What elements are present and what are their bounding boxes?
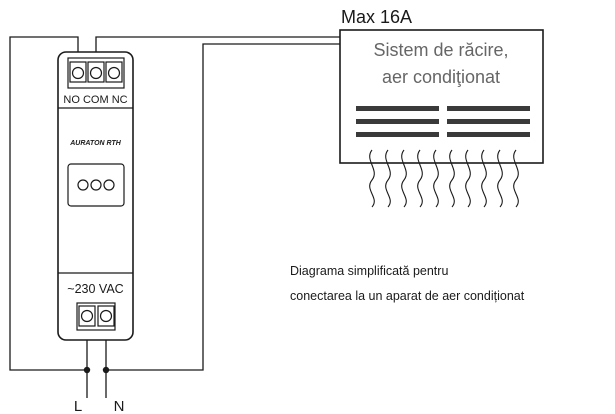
terminal-nc-label: NC [112, 94, 128, 106]
terminal-nc-screw [107, 66, 121, 80]
relay-module: NO COM NC AURATON RTH ~230 VAC [57, 51, 134, 341]
terminal-no-label: NO [63, 94, 80, 106]
ac-unit-box [339, 29, 544, 164]
mains-neutral-label: N [114, 398, 125, 414]
ac-unit-name-line1: Sistem de răcire, [373, 40, 508, 60]
mains-line-label: L [74, 398, 82, 414]
supply-label: ~230 VAC [67, 282, 123, 296]
terminal-no-screw [71, 66, 85, 80]
junction-L [83, 366, 91, 374]
wire-ac-to-neutral [106, 43, 340, 371]
brand-label: AURATON RTH [69, 140, 122, 147]
terminal-L-screw [80, 309, 94, 323]
led-1-icon [77, 179, 89, 191]
terminal-labels: NO COM NC [63, 94, 127, 106]
ac-unit-name-line2: aer condiţionat [382, 67, 500, 87]
terminal-com-label: COM [83, 94, 109, 106]
terminal-N-screw [99, 309, 113, 323]
vent-grille-icon [356, 106, 530, 137]
ac-unit: Max 16A Sistem de răcire, aer condiţiona… [339, 7, 544, 208]
caption-line1: Diagrama simplificată pentru [290, 264, 448, 278]
max-current-label: Max 16A [341, 7, 412, 27]
led-3-icon [103, 179, 115, 191]
airflow-icon [369, 149, 519, 208]
caption-line2: conectarea la un aparat de aer condițion… [290, 289, 525, 303]
wire-com-to-ac [95, 36, 340, 58]
terminal-com-screw [89, 66, 103, 80]
led-2-icon [90, 179, 102, 191]
wire-line-loop [9, 36, 87, 371]
wires [9, 36, 340, 398]
junction-N [102, 366, 110, 374]
